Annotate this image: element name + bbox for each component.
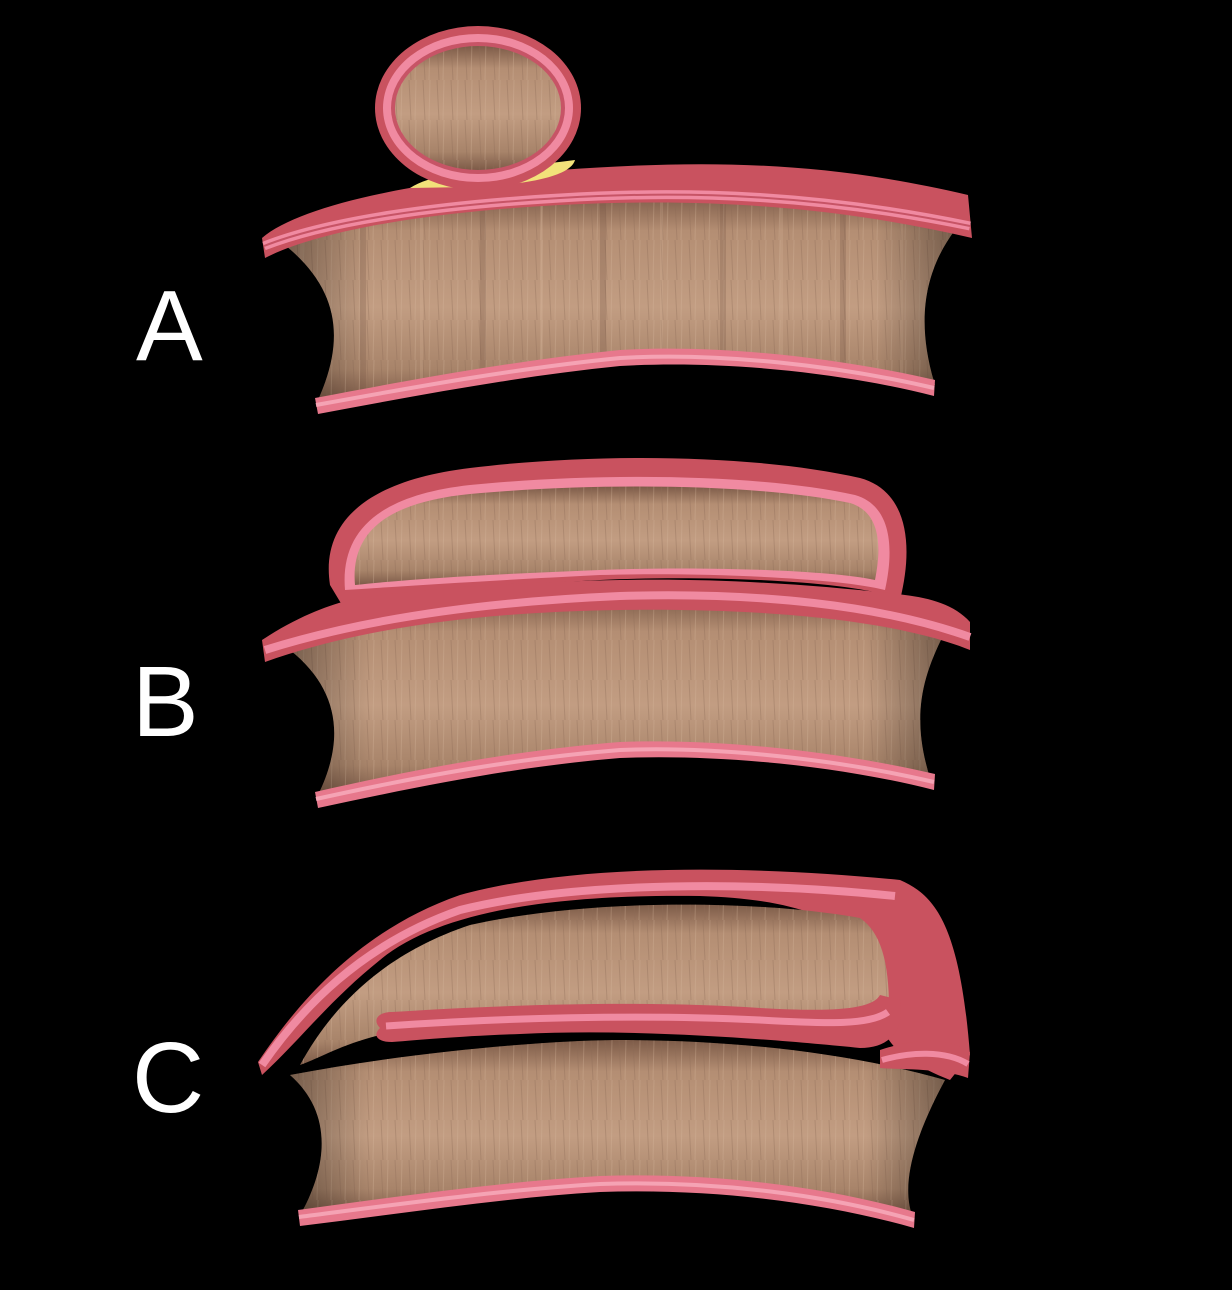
panel-c-top-wall-right [880, 1040, 970, 1078]
panel-label-c: C [132, 1022, 205, 1134]
panel-b-drawing [262, 457, 972, 808]
panel-c-inner-fold [376, 995, 901, 1048]
panel-a-drawing [262, 26, 972, 414]
panel-label-b: B [132, 646, 199, 758]
panel-c-drawing [258, 869, 970, 1228]
panel-label-a: A [136, 270, 203, 382]
panel-a-bottom-wall [315, 348, 935, 414]
panel-a-top-wall [262, 164, 972, 258]
